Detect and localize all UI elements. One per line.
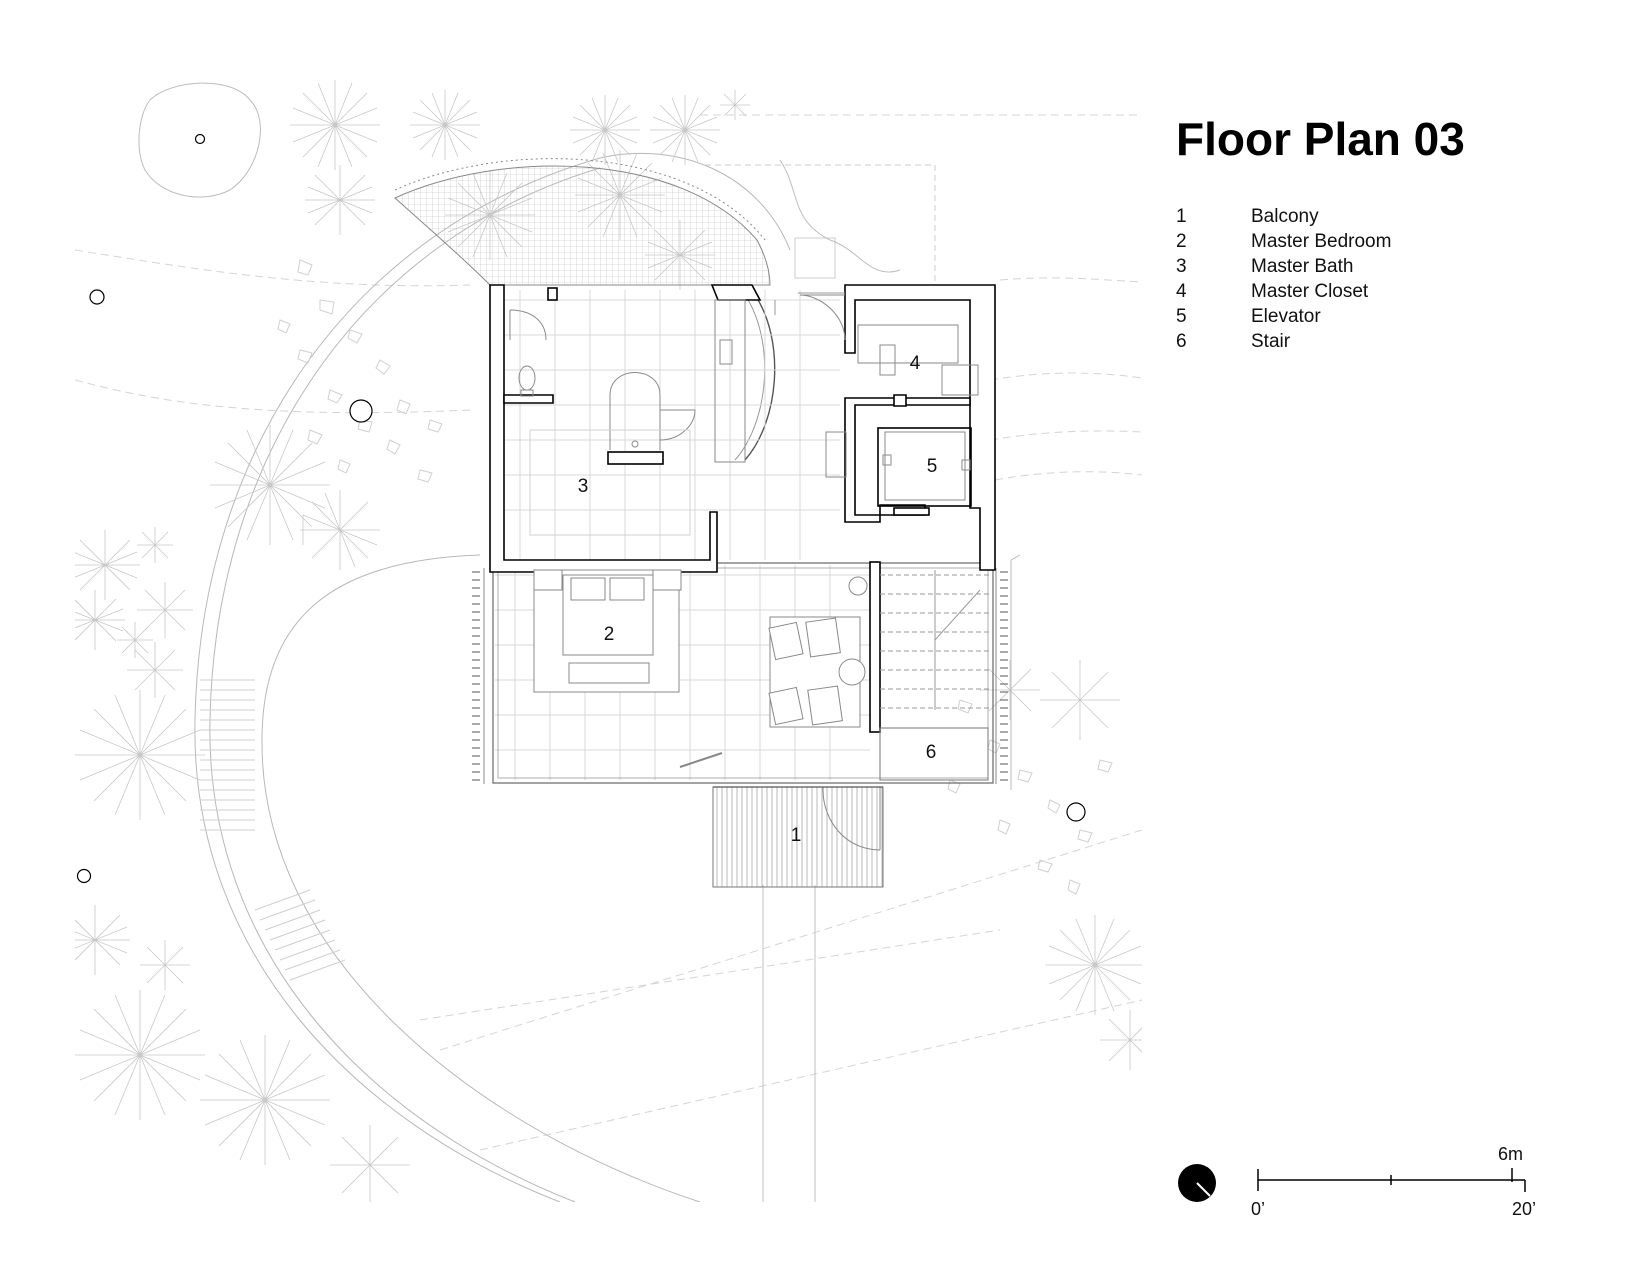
- stair: [879, 570, 990, 781]
- balcony: [712, 786, 884, 888]
- legend-label: Balcony: [1251, 206, 1319, 227]
- room-label-master-closet: 4: [910, 353, 921, 374]
- legend-label: Master Bath: [1251, 256, 1354, 277]
- room-label-elevator: 5: [927, 456, 938, 477]
- legend-number: 1: [1176, 206, 1187, 227]
- legend-number: 4: [1176, 281, 1187, 302]
- legend-label: Master Bedroom: [1251, 231, 1392, 252]
- driveway-outer: [194, 152, 791, 1202]
- louvers: [472, 554, 1021, 790]
- roof-terrace: [394, 158, 776, 461]
- room-label-stair: 6: [926, 742, 937, 763]
- driveway-inner: [261, 554, 701, 1202]
- north-arrow-icon: [1178, 1164, 1216, 1202]
- site-context: [75, 80, 1142, 1202]
- room-label-balcony: 1: [791, 825, 802, 846]
- doors: [774, 292, 845, 315]
- legend-label: Stair: [1251, 331, 1291, 352]
- scale-label-zero: 0’: [1251, 1199, 1265, 1219]
- legend-number: 6: [1176, 331, 1187, 352]
- bedroom-furniture: [533, 569, 868, 768]
- legend-number: 5: [1176, 306, 1187, 327]
- scale-bar: 6m 0’ 20’: [1251, 1144, 1536, 1219]
- room-label-master-bath: 3: [578, 476, 589, 497]
- page-title: Floor Plan 03: [1176, 113, 1465, 165]
- core-fixtures: [799, 294, 979, 501]
- legend-number: 2: [1176, 231, 1187, 252]
- stair-wall: [869, 561, 881, 733]
- contour-lines: [75, 114, 1142, 1151]
- parking-stalls: [200, 679, 346, 981]
- building: 1 2 3 4 5 6: [472, 284, 1021, 888]
- room-label-master-bedroom: 2: [604, 624, 615, 645]
- core-walls: [844, 284, 996, 571]
- legend-label: Elevator: [1251, 306, 1321, 327]
- bath-fixtures: [509, 299, 746, 536]
- scale-label-6m: 6m: [1498, 1144, 1523, 1164]
- scale-label-twenty-feet: 20’: [1512, 1199, 1536, 1219]
- legend-label: Master Closet: [1251, 281, 1369, 302]
- bath-walls: [489, 284, 762, 573]
- site-posts: [76, 133, 1086, 884]
- legend-number: 3: [1176, 256, 1187, 277]
